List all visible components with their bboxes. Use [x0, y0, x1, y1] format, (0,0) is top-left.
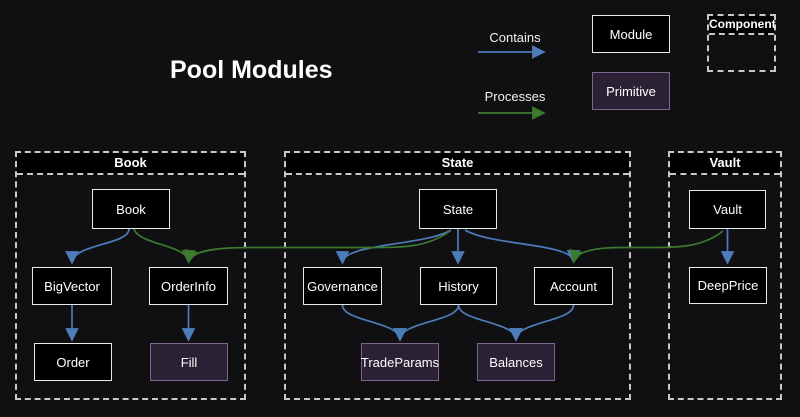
node-bigvector: BigVector: [32, 267, 112, 305]
legend-contains-label: Contains: [489, 30, 541, 45]
container-book: Book: [15, 151, 246, 400]
node-fill: Fill: [150, 343, 228, 381]
node-order-label: Order: [56, 354, 90, 370]
node-governance-label: Governance: [307, 278, 378, 294]
page-title: Pool Modules: [170, 56, 333, 84]
legend-component-sample: Component: [707, 14, 776, 72]
legend-module-sample: Module: [592, 15, 670, 53]
node-deepprice: DeepPrice: [689, 267, 767, 304]
legend-component-label: Component: [709, 16, 776, 35]
legend-primitive-label: Primitive: [606, 83, 656, 99]
node-account: Account: [534, 267, 613, 305]
legend-processes-label: Processes: [484, 89, 546, 104]
node-tradeparams-label: TradeParams: [360, 354, 440, 370]
node-state-label: State: [442, 201, 474, 217]
container-book-title: Book: [17, 153, 244, 175]
node-governance: Governance: [303, 267, 382, 305]
node-book: Book: [92, 189, 170, 229]
container-state-title: State: [286, 153, 629, 175]
node-state: State: [419, 189, 497, 229]
node-book-label: Book: [116, 201, 146, 217]
node-tradeparams: TradeParams: [361, 343, 439, 381]
node-order: Order: [34, 343, 112, 381]
container-state: State: [284, 151, 631, 400]
node-deepprice-label: DeepPrice: [697, 278, 759, 293]
container-vault: Vault: [668, 151, 782, 400]
legend-primitive-sample: Primitive: [592, 72, 670, 110]
legend-module-label: Module: [609, 26, 653, 42]
node-vault-label: Vault: [713, 202, 742, 217]
node-balances: Balances: [477, 343, 555, 381]
node-vault: Vault: [689, 190, 766, 229]
node-fill-label: Fill: [180, 354, 198, 370]
container-vault-title: Vault: [670, 153, 780, 175]
node-orderinfo-label: OrderInfo: [161, 278, 216, 294]
node-account-label: Account: [550, 278, 597, 294]
node-history: History: [420, 267, 497, 305]
node-history-label: History: [438, 278, 479, 294]
node-orderinfo: OrderInfo: [149, 267, 228, 305]
node-bigvector-label: BigVector: [44, 278, 100, 294]
node-balances-label: Balances: [489, 354, 543, 370]
